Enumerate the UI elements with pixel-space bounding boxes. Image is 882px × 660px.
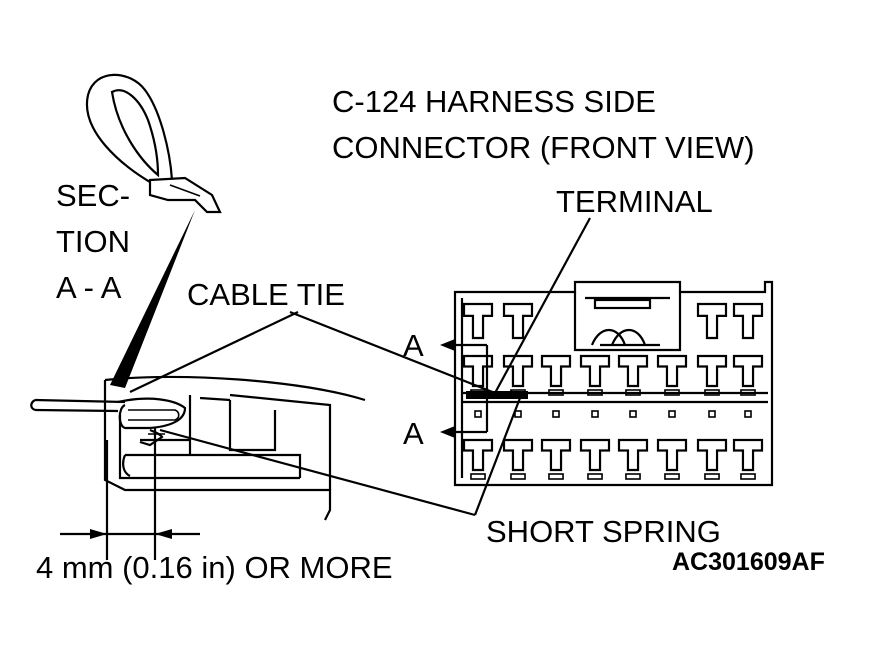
- terminal-slot: [740, 473, 756, 480]
- lock-window: [668, 410, 676, 418]
- terminal-slot: [548, 473, 564, 480]
- dimension-marker: [60, 428, 200, 560]
- terminal-row-middle: [462, 354, 764, 418]
- cable-tie-illustration: [85, 73, 222, 214]
- lock-window: [591, 410, 599, 418]
- terminal-cavity: [732, 354, 764, 388]
- terminal-cavity: [462, 302, 494, 340]
- lock-window: [474, 410, 482, 418]
- terminal-slot: [625, 473, 641, 480]
- terminal-cavity: [696, 438, 728, 472]
- title-line-2: CONNECTOR (FRONT VIEW): [332, 130, 755, 165]
- section-pointer: [110, 210, 195, 388]
- cable-tie-label: CABLE TIE: [187, 277, 345, 312]
- terminal-cavity: [656, 438, 688, 472]
- terminal-cavity: [696, 302, 728, 340]
- lock-window: [629, 410, 637, 418]
- terminal-row-top: [462, 302, 764, 340]
- dimension-label: 4 mm (0.16 in) OR MORE: [36, 550, 393, 585]
- section-line: [440, 339, 489, 438]
- terminal-cavity: [462, 438, 494, 472]
- terminal-cavity: [617, 438, 649, 472]
- terminal-cavity: [696, 354, 728, 388]
- connector-front-view: [453, 280, 774, 487]
- terminal-cavity: [732, 302, 764, 340]
- terminal-slot: [704, 473, 720, 480]
- lock-window: [744, 410, 752, 418]
- section-mark-bottom: A: [403, 416, 424, 451]
- terminal-cavity: [656, 354, 688, 388]
- leader-lines: [129, 217, 591, 517]
- terminal-cavity: [732, 438, 764, 472]
- terminal-slot: [510, 473, 526, 480]
- terminal-slot: [587, 473, 603, 480]
- lock-window: [552, 410, 560, 418]
- terminal-row-bottom: [462, 438, 764, 480]
- title-line-1: C-124 HARNESS SIDE: [332, 84, 656, 119]
- lock-window: [514, 410, 522, 418]
- section-label-line-1: SEC-: [56, 178, 130, 213]
- short-spring-bars: [466, 391, 528, 399]
- section-label-line-3: A - A: [56, 270, 122, 305]
- section-label-line-2: TION: [56, 224, 130, 259]
- terminal-cavity: [617, 354, 649, 388]
- terminal-cavity: [462, 354, 494, 388]
- short-spring-label: SHORT SPRING: [486, 514, 721, 549]
- figure-code: AC301609AF: [672, 548, 825, 576]
- terminal-slot: [470, 473, 486, 480]
- terminal-cavity: [502, 438, 534, 472]
- terminal-cavity: [540, 354, 572, 388]
- terminal-label: TERMINAL: [556, 184, 713, 219]
- terminal-cavity: [540, 438, 572, 472]
- terminal-slot: [664, 473, 680, 480]
- terminal-cavity: [579, 354, 611, 388]
- terminal-cavity: [502, 354, 534, 388]
- terminal-cavity: [502, 302, 534, 340]
- section-mark-top: A: [403, 328, 424, 363]
- terminal-cavity: [579, 438, 611, 472]
- section-view: [30, 375, 366, 521]
- lock-window: [708, 410, 716, 418]
